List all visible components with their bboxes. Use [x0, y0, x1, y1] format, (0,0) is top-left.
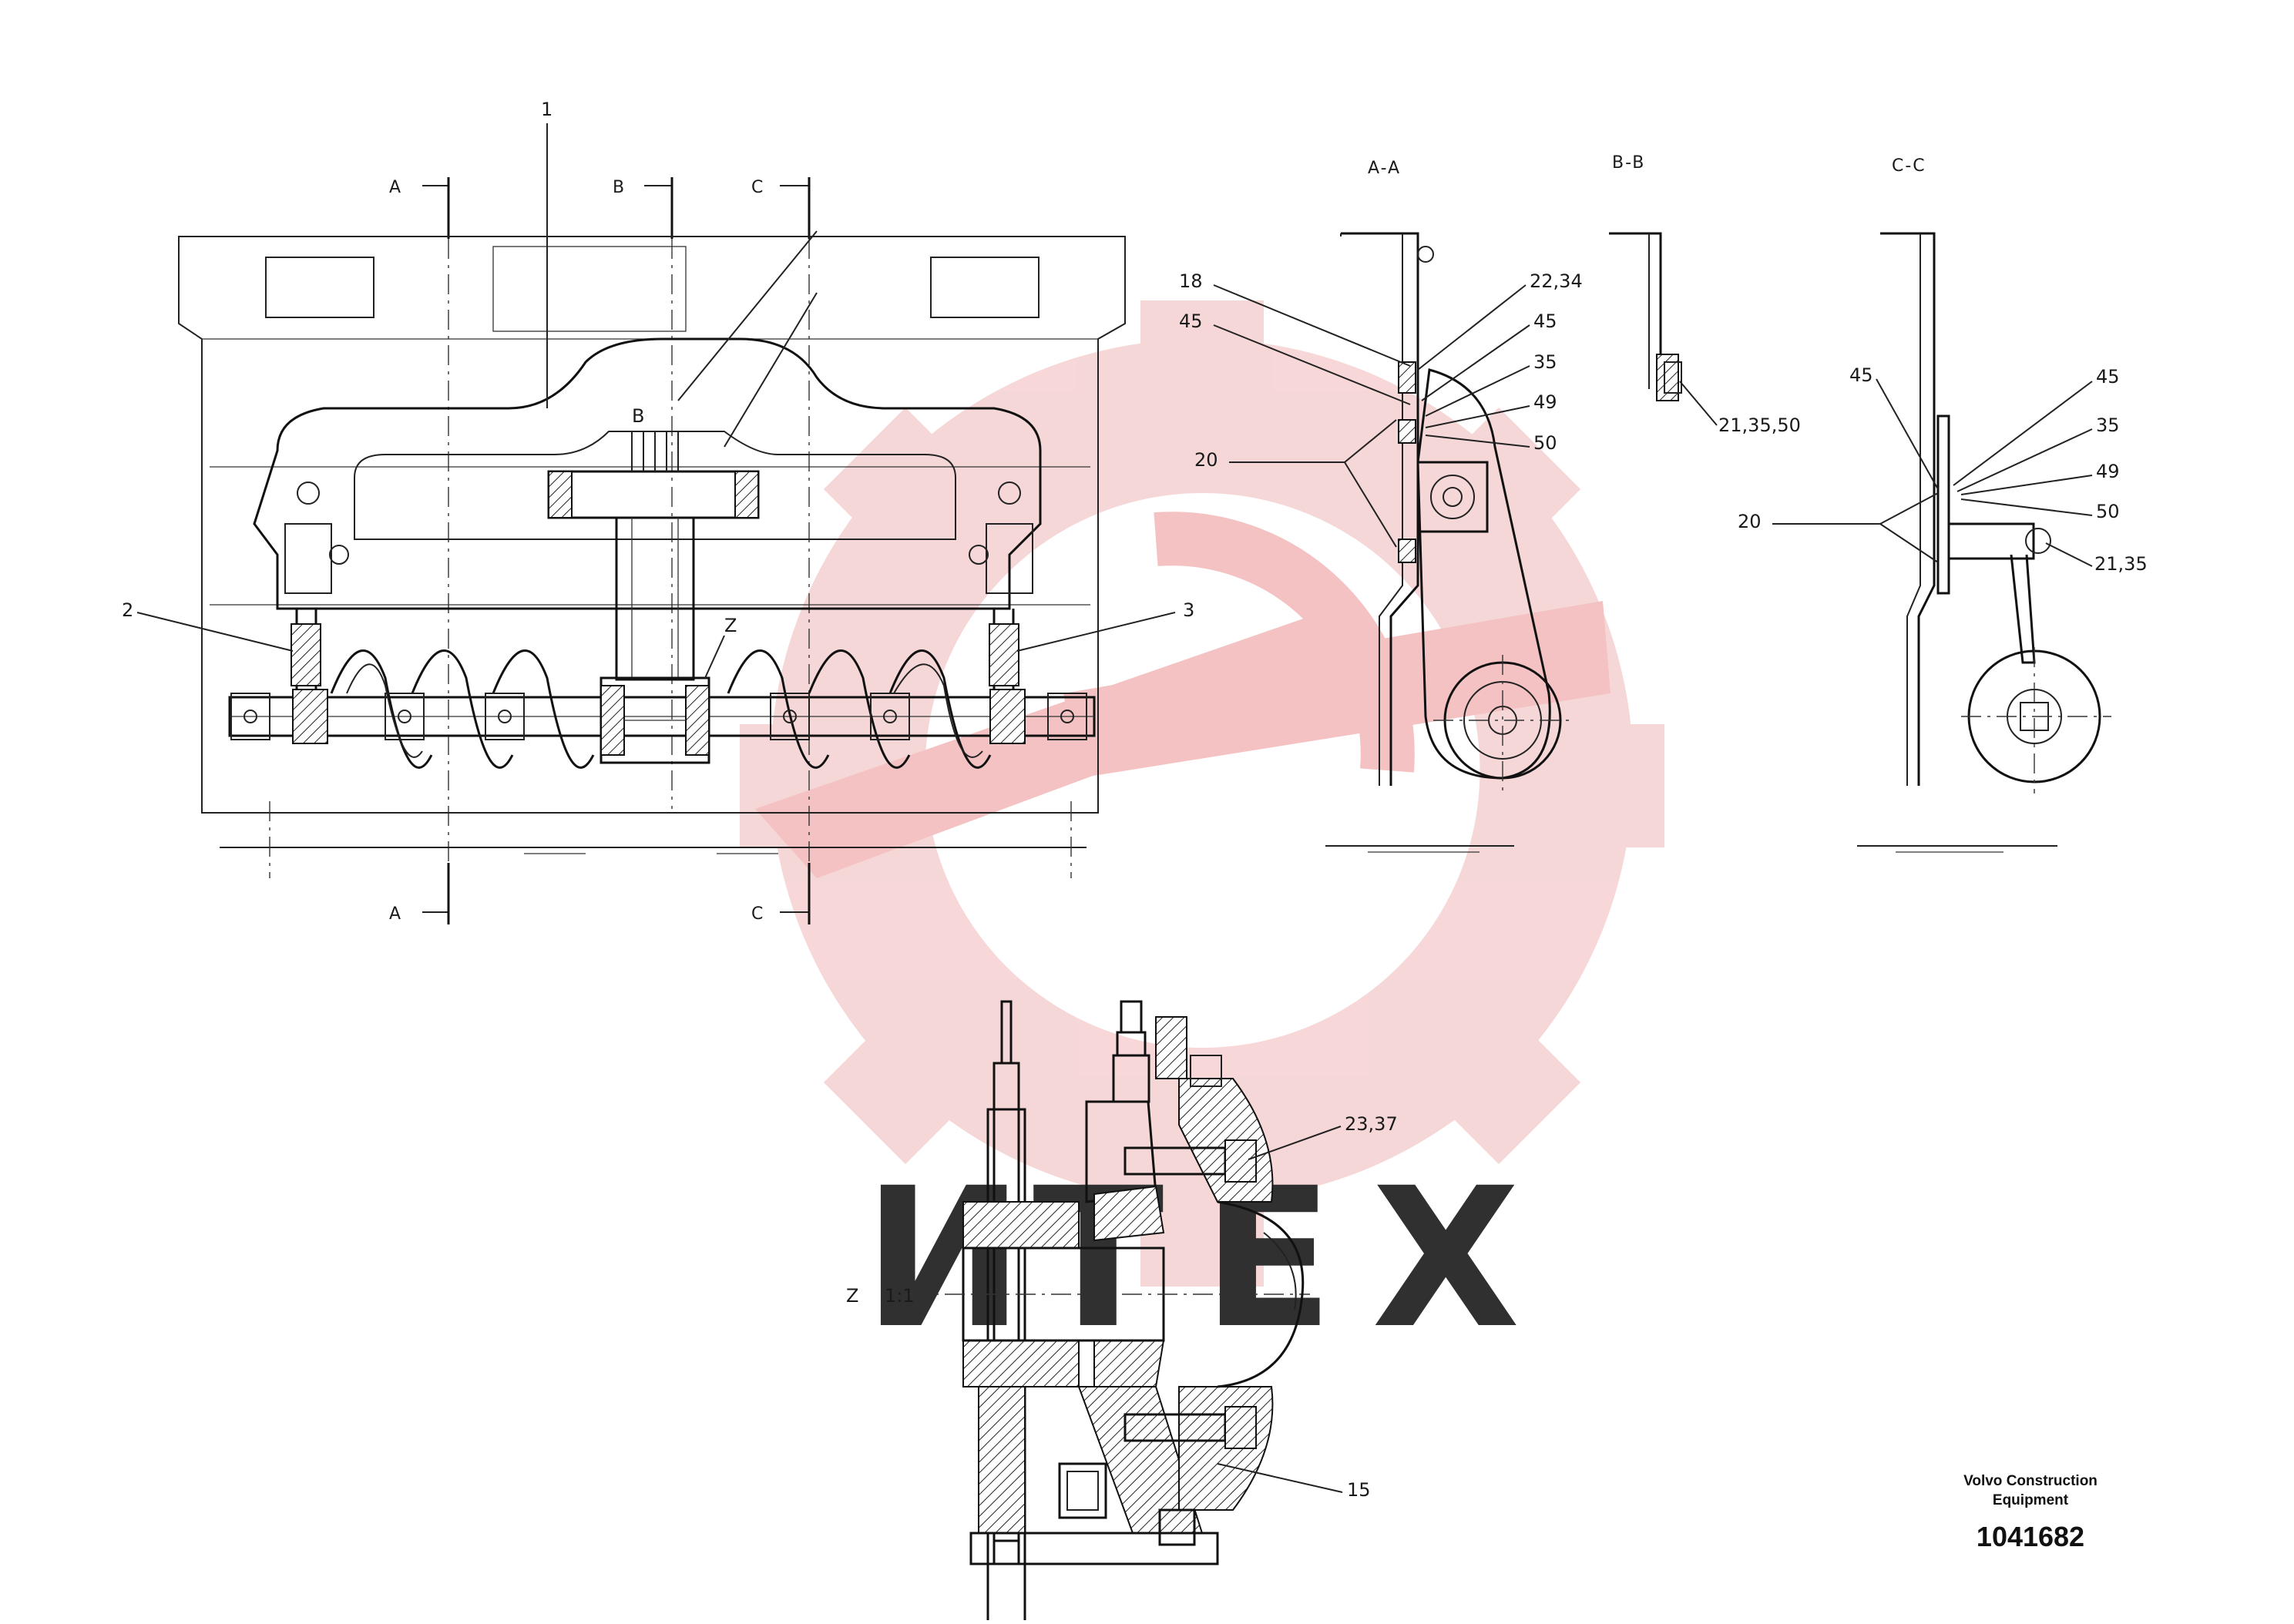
callout-3: 3: [1183, 599, 1194, 621]
auger-shaft: [228, 696, 1096, 737]
callout-2: 2: [122, 599, 133, 621]
cc-callout-45-right: 45: [2096, 366, 2120, 388]
aa-callout-49: 49: [1533, 391, 1557, 413]
aa-callout-22-34: 22,34: [1530, 270, 1583, 292]
cc-callout-20: 20: [1738, 511, 1762, 532]
svg-text:Т: Т: [1033, 1146, 1164, 1371]
aa-callout-45-right: 45: [1533, 310, 1557, 332]
section-b-top-label: B: [613, 178, 626, 197]
view-bb-title: B-B: [1612, 153, 1645, 173]
section-aa-view: A-A 18 45 22,34 45 35 49 50 20: [1179, 159, 1583, 853]
brand-name-line1: Volvo Construction: [1963, 1473, 2098, 1489]
section-a-bottom-label: A: [389, 904, 402, 924]
view-cc-title: C-C: [1892, 156, 1926, 176]
cc-callout-35: 35: [2096, 414, 2120, 436]
aa-callout-18: 18: [1179, 270, 1203, 292]
svg-text:И: И: [863, 1146, 1024, 1371]
section-c-bottom-label: C: [751, 904, 764, 924]
inner-b-label: B: [632, 405, 644, 427]
view-aa-title: A-A: [1368, 159, 1401, 178]
bb-callout-21-35-50: 21,35,50: [1718, 414, 1801, 436]
aa-drive-arm: [1416, 368, 1551, 780]
section-bb-view: B-B 21,35,50: [1609, 153, 1801, 436]
aa-frame-plate: [1341, 232, 1419, 786]
main-elevation-view: A B C A C: [122, 99, 1194, 924]
chassis-outline: [178, 236, 1126, 814]
aa-callout-35: 35: [1533, 351, 1557, 373]
drawing-number: 1041682: [1976, 1521, 2085, 1552]
z-callout-23-37: 23,37: [1345, 1113, 1398, 1135]
z-callout-15: 15: [1347, 1479, 1371, 1501]
aa-callout-20: 20: [1194, 449, 1218, 471]
brand-name-line2: Equipment: [1992, 1492, 2069, 1508]
cc-callout-21-35: 21,35: [2094, 553, 2148, 575]
detail-z-label: Z: [846, 1285, 858, 1307]
detail-z-scale: 1:1: [885, 1285, 915, 1307]
section-cc-view: C-C 45 45 35 49 50 20 21,35: [1738, 156, 2148, 853]
shaft-clamps: [230, 689, 1087, 744]
section-markers: A B C A C: [389, 177, 811, 924]
section-c-top-label: C: [751, 178, 764, 197]
aa-callout-45: 45: [1179, 310, 1203, 332]
cc-callout-45-left: 45: [1849, 364, 1873, 386]
cc-callout-50: 50: [2096, 501, 2120, 522]
bridge-frame: [253, 337, 1042, 610]
callout-1: 1: [541, 99, 553, 120]
title-block: Volvo Construction Equipment 1041682: [1903, 1471, 2158, 1553]
cc-callout-49: 49: [2096, 461, 2120, 482]
aa-callout-50: 50: [1533, 432, 1557, 454]
section-a-top-label: A: [389, 178, 402, 197]
detail-z-marker: Z: [724, 615, 737, 636]
auger-flights: [330, 649, 992, 769]
detail-z-view: Z 1:1: [846, 1000, 1398, 1624]
svg-text:Х: Х: [1372, 1146, 1520, 1371]
